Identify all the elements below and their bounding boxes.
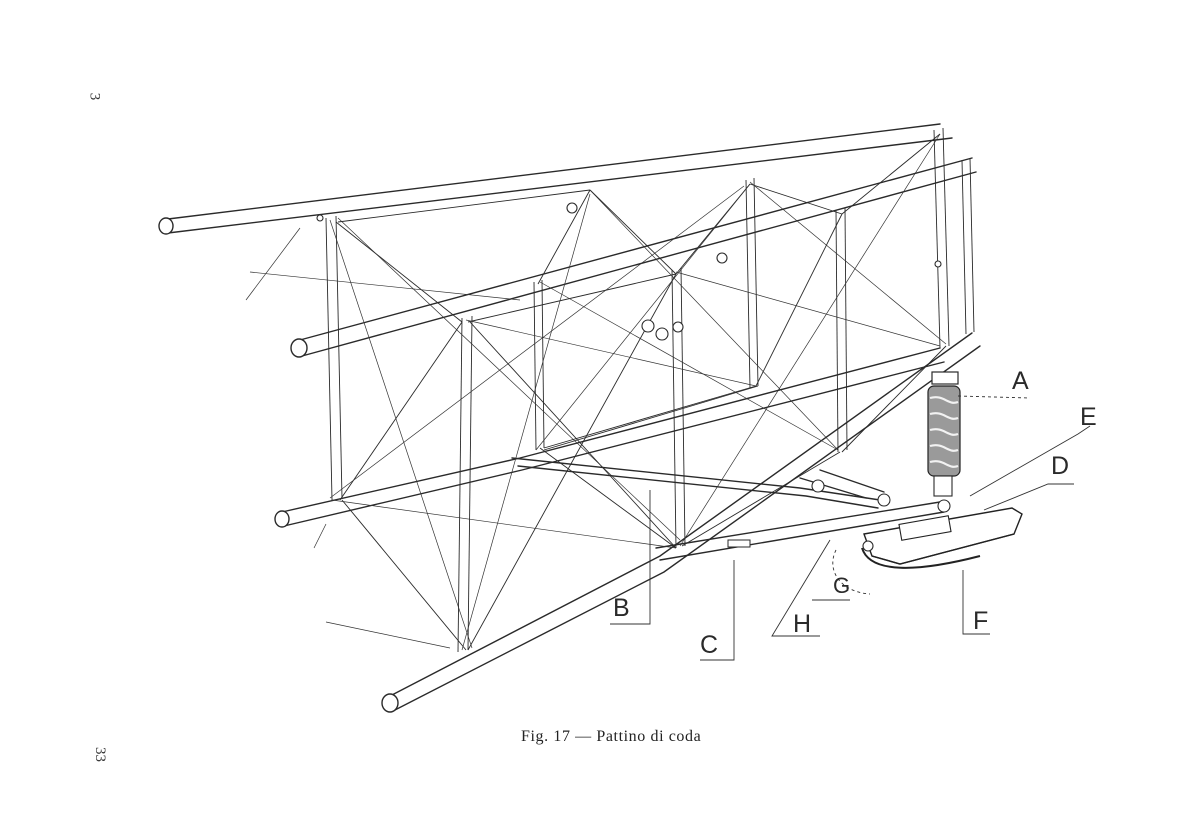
longerons (167, 123, 981, 712)
callout-e: E (1080, 403, 1097, 431)
callout-a: A (1012, 367, 1029, 395)
tube-ends (158, 217, 399, 713)
callout-g: G (833, 573, 851, 598)
callout-d: D (1051, 452, 1070, 480)
callout-leaders (610, 395, 1091, 661)
bracing-wires (245, 133, 947, 651)
callout-h: H (793, 610, 812, 638)
shock-absorber (927, 371, 961, 497)
margin-page-number-top: 3 (86, 92, 103, 101)
callout-f: F (973, 607, 989, 635)
diagonal-struts (335, 133, 947, 651)
figure-caption: Fig. 17 — Pattino di coda (521, 728, 702, 745)
fittings (316, 202, 942, 341)
callout-b: B (613, 594, 630, 622)
vertical-struts (325, 127, 975, 653)
callout-c: C (700, 631, 719, 659)
margin-page-number-bottom: 33 (92, 747, 108, 762)
tail-skid-assembly (511, 457, 1023, 595)
